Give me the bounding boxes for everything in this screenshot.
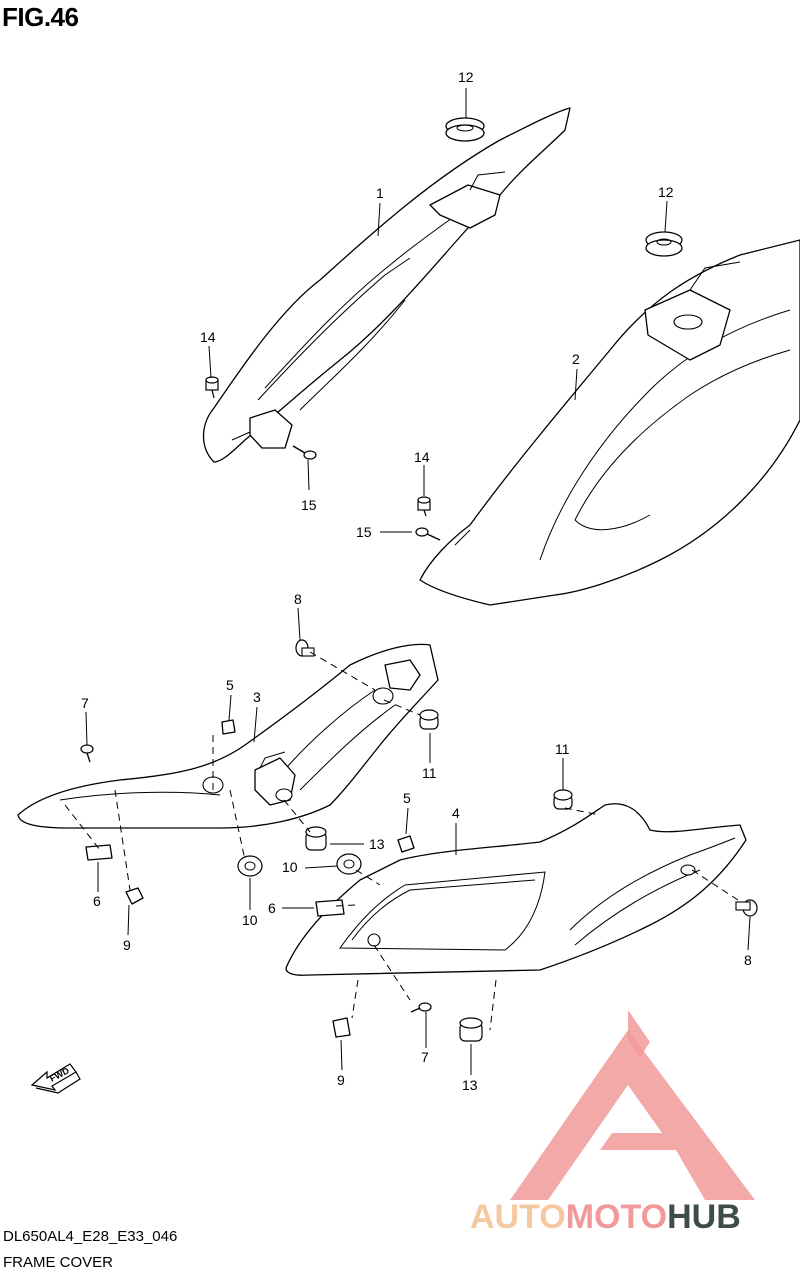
callout-14a: 14 [200, 329, 216, 345]
part-7-screw-a[interactable] [80, 744, 94, 763]
callout-13b: 13 [462, 1077, 478, 1093]
callout-numbers: 12 1 14 15 12 2 14 15 8 5 3 7 11 13 6 9 … [81, 69, 752, 1093]
part-6-pad-a[interactable] [85, 844, 113, 861]
logo-text-moto: MOTO [566, 1198, 667, 1236]
callout-14b: 14 [414, 449, 430, 465]
part-11-grommet-b[interactable] [553, 789, 573, 810]
callout-5a: 5 [226, 677, 234, 693]
part-13-cushion-b[interactable] [459, 1017, 483, 1042]
part-9-nut-b[interactable] [332, 1017, 351, 1038]
part-8-bolt-b[interactable] [735, 899, 758, 917]
callout-13a: 13 [369, 836, 385, 852]
callout-1: 1 [376, 185, 384, 201]
part-12-grommet-a[interactable] [445, 117, 485, 142]
figure-title: FIG.46 [2, 2, 79, 32]
diagram-code: DL650AL4_E28_E33_046 [3, 1228, 178, 1245]
callout-7b: 7 [421, 1049, 429, 1065]
assembly-dashed-lines [64, 651, 739, 1031]
callout-2: 2 [572, 351, 580, 367]
part-9-nut-a[interactable] [125, 887, 144, 905]
automotohub-logo: AUTOMOTOHUB [470, 1010, 755, 1236]
callout-6b: 6 [268, 900, 276, 916]
callout-11a: 11 [422, 765, 437, 781]
callout-10a: 10 [242, 912, 258, 928]
part-10-grommet-a[interactable] [237, 855, 263, 877]
part-15-screw-b[interactable] [415, 527, 441, 541]
part-12-grommet-b[interactable] [645, 231, 683, 257]
part-2-frame-cover[interactable] [419, 239, 800, 606]
part-8-bolt-a[interactable] [295, 639, 315, 657]
part-1-frame-cover[interactable] [202, 107, 571, 463]
diagram-caption: FRAME COVER [3, 1254, 114, 1271]
callout-15b: 15 [356, 524, 372, 540]
svg-text:AUTOMOTOHUB: AUTOMOTOHUB [470, 1198, 741, 1236]
part-15-screw-a[interactable] [292, 445, 317, 460]
callout-12b: 12 [658, 184, 674, 200]
part-14-screw-b[interactable] [417, 496, 431, 517]
part-7-screw-b[interactable] [410, 1002, 432, 1013]
fwd-arrow-icon: FWD [30, 1063, 81, 1094]
leader-lines [85, 88, 751, 1075]
callout-15a: 15 [301, 497, 317, 513]
part-10-grommet-b[interactable] [336, 853, 362, 875]
part-5-clip-a[interactable] [221, 719, 236, 735]
callout-8b: 8 [744, 952, 752, 968]
callout-5b: 5 [403, 790, 411, 806]
callout-8a: 8 [294, 591, 302, 607]
part-13-cushion-a[interactable] [305, 826, 327, 851]
callout-3: 3 [253, 689, 261, 705]
callout-11b: 11 [555, 741, 570, 757]
part-11-grommet-a[interactable] [419, 709, 439, 730]
part-6-pad-b[interactable] [315, 899, 345, 917]
callout-4: 4 [452, 805, 460, 821]
logo-triangle-mark [510, 1030, 755, 1200]
callout-12a: 12 [458, 69, 474, 85]
part-3-frame-cover[interactable] [17, 643, 439, 829]
callout-6a: 6 [93, 893, 101, 909]
part-5-clip-b[interactable] [397, 835, 415, 853]
part-14-screw-a[interactable] [205, 376, 219, 399]
callout-7a: 7 [81, 695, 89, 711]
logo-text-hub: HUB [667, 1198, 741, 1236]
callout-10b: 10 [282, 859, 298, 875]
part-4-frame-cover[interactable] [285, 803, 747, 976]
logo-text-auto: AUTO [470, 1198, 566, 1236]
callout-9b: 9 [337, 1072, 345, 1088]
callout-9a: 9 [123, 937, 131, 953]
